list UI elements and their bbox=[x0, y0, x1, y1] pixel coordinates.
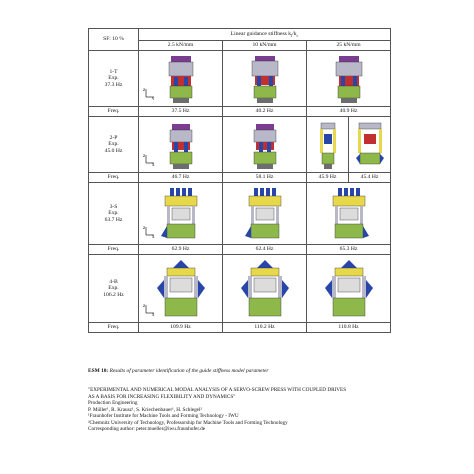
mode-shape-3-2 bbox=[222, 182, 307, 245]
results-table: SF: 10 % Linear guidance stiffness kl/kc… bbox=[88, 28, 392, 333]
freq-value: 45.9 Hz bbox=[306, 172, 349, 183]
axis-z: z bbox=[143, 304, 146, 309]
freq-value: 46.7 Hz bbox=[138, 172, 223, 183]
col-head-3: 25 kN/mm bbox=[305, 40, 392, 51]
footer-affiliation-2: ²Chemnitz University of Technology, Prof… bbox=[88, 419, 288, 426]
mode-shape-4-2 bbox=[222, 254, 307, 323]
mode-label: 3-S bbox=[109, 203, 118, 210]
footer-title-line-2: AS A BASIS FOR INCREASING FLEXIBILITY AN… bbox=[88, 393, 236, 400]
paper-footer: "EXPERIMENTAL AND NUMERICAL MODAL ANALYS… bbox=[88, 387, 388, 433]
footer-authors: P. Müller¹, R. Krausz¹, S. Kriechenbauer… bbox=[88, 406, 202, 413]
footer-journal: Production Engineering bbox=[88, 400, 138, 406]
exp-label: Exp. bbox=[108, 75, 119, 82]
freq-value: 40.2 Hz bbox=[222, 106, 307, 117]
freq-value: 58.1 Hz bbox=[222, 172, 307, 183]
freq-value: 40.9 Hz bbox=[305, 106, 392, 117]
mode-shape-2-4 bbox=[347, 116, 392, 173]
header-title: Linear guidance stiffness kl/kc bbox=[137, 28, 392, 41]
freq-value: 37.5 Hz bbox=[138, 106, 223, 117]
sf-label: SF: 10 % bbox=[88, 28, 139, 51]
press-model-image bbox=[160, 187, 197, 238]
header-title-text: Linear guidance stiffness k bbox=[230, 30, 292, 37]
press-model-image bbox=[332, 187, 369, 238]
footer-contact: Corresponding author: peter.mueller@iwu.… bbox=[88, 426, 205, 432]
col-head-2: 10 kN/mm bbox=[222, 40, 307, 51]
mode-shape-4-3 bbox=[305, 254, 392, 323]
freq-value: 109.9 Hz bbox=[138, 322, 223, 333]
press-model-image bbox=[324, 259, 373, 316]
freq-label: Freq. bbox=[88, 106, 139, 117]
mode-shape-3-3 bbox=[305, 182, 392, 245]
caption-label: ESM 10: bbox=[88, 368, 109, 374]
row-head-2: 2-P Exp. 45.0 Hz bbox=[88, 116, 139, 173]
mode-shape-1-2 bbox=[222, 50, 307, 107]
freq-value: 62.9 Hz bbox=[138, 244, 223, 255]
exp-freq: 63.7 Hz bbox=[104, 216, 123, 223]
axis-x: x bbox=[152, 163, 155, 166]
freq-value: 110.2 Hz bbox=[222, 322, 307, 333]
freq-value: 62.4 Hz bbox=[222, 244, 307, 255]
mode-label: 1-T bbox=[109, 68, 118, 75]
exp-freq: 106.2 Hz bbox=[103, 291, 124, 298]
exp-freq: 45.0 Hz bbox=[104, 147, 123, 154]
caption-text: Results of parameter identification of t… bbox=[109, 368, 269, 374]
press-model-image bbox=[355, 122, 384, 164]
press-model-image bbox=[319, 122, 336, 169]
freq-value: 45.4 Hz bbox=[347, 172, 392, 183]
mode-shape-4-1: z x bbox=[138, 254, 223, 323]
header-div: /k bbox=[292, 30, 297, 37]
axis-z: z bbox=[143, 154, 146, 159]
axis-triad: z x bbox=[143, 154, 155, 166]
press-model-image bbox=[169, 123, 192, 169]
freq-label: Freq. bbox=[88, 172, 139, 183]
row-head-1: 1-T Exp. 37.3 Hz bbox=[88, 50, 139, 107]
header-sub-l: l bbox=[291, 32, 293, 38]
col-head-1: 2.5 kN/mm bbox=[138, 40, 223, 51]
freq-label: Freq. bbox=[88, 322, 139, 333]
mode-shape-2-2 bbox=[222, 116, 307, 173]
mode-shape-2-3 bbox=[306, 116, 349, 173]
axis-triad: z x bbox=[143, 226, 155, 238]
axis-z: z bbox=[143, 88, 146, 93]
footer-title-line-1: "EXPERIMENTAL AND NUMERICAL MODAL ANALYS… bbox=[88, 387, 347, 393]
exp-label: Exp. bbox=[108, 210, 119, 217]
row-head-3: 3-S Exp. 63.7 Hz bbox=[88, 182, 139, 245]
mode-label: 2-P bbox=[109, 134, 118, 141]
exp-freq: 37.3 Hz bbox=[104, 81, 123, 88]
exp-label: Exp. bbox=[108, 285, 119, 292]
mode-shape-3-1: z x bbox=[138, 182, 223, 245]
figure-caption: ESM 10: Results of parameter identificat… bbox=[88, 368, 268, 374]
axis-triad: z y bbox=[143, 88, 155, 100]
mode-shape-1-3 bbox=[305, 50, 392, 107]
row-head-4: 4-B Exp. 106.2 Hz bbox=[88, 254, 139, 323]
axis-x: x bbox=[152, 313, 155, 316]
exp-label: Exp. bbox=[108, 141, 119, 148]
axis-x: x bbox=[152, 235, 155, 238]
press-model-image bbox=[240, 259, 289, 316]
axis-y: y bbox=[152, 97, 155, 100]
freq-label: Freq. bbox=[88, 244, 139, 255]
freq-value: 110.8 Hz bbox=[305, 322, 392, 333]
press-model-image bbox=[244, 187, 281, 238]
header-sub-c: c bbox=[296, 32, 299, 38]
mode-shape-1-1: z y bbox=[138, 50, 223, 107]
press-model-image bbox=[168, 55, 193, 103]
press-model-image bbox=[253, 123, 276, 169]
press-model-image bbox=[335, 55, 362, 103]
press-model-image bbox=[156, 259, 205, 316]
mode-label: 4-B bbox=[109, 278, 118, 285]
mode-shape-2-1: z x bbox=[138, 116, 223, 173]
footer-affiliation-1: ¹Fraunhofer Institute for Machine Tools … bbox=[88, 413, 239, 419]
axis-triad: z x bbox=[143, 304, 155, 316]
axis-z: z bbox=[143, 226, 146, 231]
freq-value: 65.3 Hz bbox=[305, 244, 392, 255]
press-model-image bbox=[251, 55, 278, 103]
